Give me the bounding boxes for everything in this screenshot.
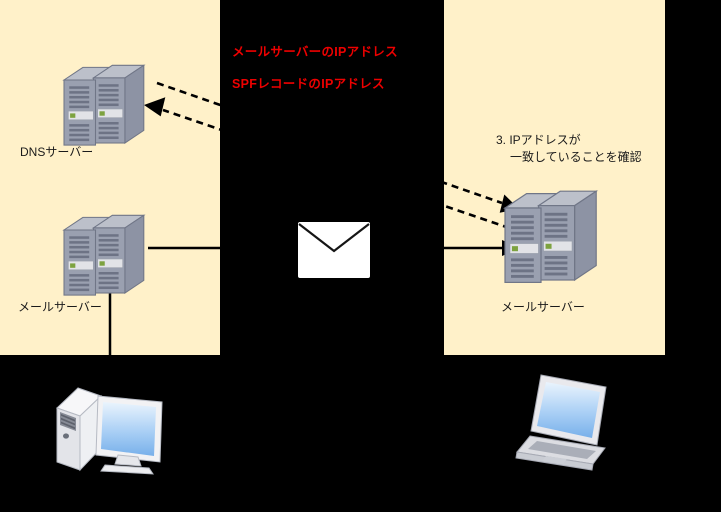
envelope-icon bbox=[298, 222, 370, 278]
spf-record-ip-note: SPFレコードのIPアドレス bbox=[232, 77, 385, 91]
receiving-mail-server-label: メールサーバー bbox=[501, 300, 585, 314]
desktop-pc-icon bbox=[56, 387, 163, 475]
dns-server-icon bbox=[64, 65, 144, 145]
laptop-icon bbox=[515, 374, 607, 471]
step3-note-line1: 3. IPアドレスが bbox=[496, 133, 581, 147]
dns-server-label: DNSサーバー bbox=[20, 145, 94, 159]
receiving-mail-server-icon bbox=[505, 191, 596, 282]
mail-server-ip-note: メールサーバーのIPアドレス bbox=[232, 45, 398, 59]
spf-response-dashed-line bbox=[156, 81, 503, 205]
spf-query-dashed-line bbox=[162, 108, 522, 234]
spf-query-arrowhead-icon bbox=[144, 97, 166, 117]
step3-note-line2: 一致していることを確認 bbox=[510, 150, 642, 164]
sending-mail-server-label: メールサーバー bbox=[18, 300, 102, 314]
receiver-domain-panel bbox=[444, 0, 665, 355]
sending-mail-server-icon bbox=[64, 215, 144, 295]
